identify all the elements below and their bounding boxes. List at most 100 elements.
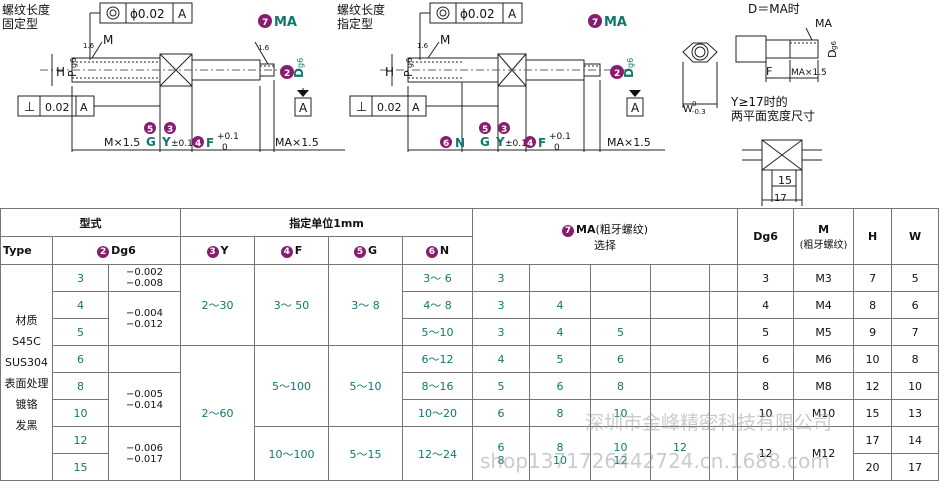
ma-option: 4 <box>472 345 531 373</box>
badge-5-spec: 5 <box>482 125 488 135</box>
table-row: 10 10～20 6 8 10 10 M10 15 13 <box>1 399 940 427</box>
spec-roughness: 1.6 <box>417 42 429 50</box>
n-range: 5～10 <box>401 318 474 346</box>
w-value: 14 <box>891 426 940 454</box>
g-range: 5～15 <box>328 426 403 481</box>
ma-option <box>590 291 652 319</box>
ma-option: 3 <box>472 318 531 346</box>
spec-p-sub: g6 <box>405 58 414 68</box>
dma-w-label: W <box>683 104 693 115</box>
h-value: 7 <box>853 264 893 292</box>
header-d-col-label: Dg6 <box>111 243 136 257</box>
fixed-d-sub: g6 <box>296 58 305 68</box>
badge-3: 3 <box>167 125 173 135</box>
header-y-label: Y <box>220 243 229 257</box>
badge-3-spec: 3 <box>501 125 507 135</box>
w-value: 10 <box>891 372 940 400</box>
spec-perp-symbol: ⊥ <box>356 100 367 115</box>
ma-option-top: 6 <box>497 440 505 454</box>
fixed-roughness-2: 1.6 <box>258 44 270 52</box>
ma-spacer <box>709 399 739 427</box>
y-range: 2～60 <box>180 345 255 481</box>
fixed-f-tol-up: +0.1 <box>217 132 239 142</box>
material-line: S45C <box>12 334 41 348</box>
fixed-perp-datum: A <box>80 101 88 114</box>
h-value: 9 <box>853 318 893 346</box>
ma-option: 5 <box>590 318 652 346</box>
w-value: 6 <box>891 291 940 319</box>
dg6-value: 10 <box>737 399 795 427</box>
f-range: 5～100 <box>254 345 329 427</box>
ma-spacer <box>709 426 739 481</box>
ma-option-bottom: 12 <box>613 453 628 467</box>
spec-n-label: N <box>455 136 465 150</box>
h-value: 12 <box>853 372 893 400</box>
h-value: 8 <box>853 291 893 319</box>
ma-option: 5 <box>472 372 531 400</box>
dg6-value: 3 <box>737 264 795 292</box>
ma-option <box>650 318 711 346</box>
ma-option: 4 <box>529 291 592 319</box>
n-range: 12～24 <box>401 426 474 481</box>
fixed-datum-box <box>294 97 312 117</box>
fixed-dim-ma: MA×1.5 <box>275 136 319 149</box>
n-range: 10～20 <box>401 399 474 427</box>
dma-d-label: D <box>826 50 839 58</box>
w-value: 5 <box>891 264 940 292</box>
badge-2-spec: 2 <box>614 69 620 79</box>
table-row: 6 2～60 5～100 5～10 6～12 4 5 6 6 M6 10 8 <box>1 345 940 481</box>
header-m-label: M <box>818 222 830 236</box>
f-range: 3～ 50 <box>254 264 329 346</box>
header-dg6: Dg6 <box>737 208 795 265</box>
w-value: 7 <box>891 318 940 346</box>
table-row: 材质 S45C SUS304 表面处理 镀铬 发黑 3 −0.002−0.008… <box>0 264 940 481</box>
tol-up: −0.006 <box>125 442 163 454</box>
fixed-perp-value: 0.02 <box>45 101 70 114</box>
h-value: 20 <box>853 453 893 481</box>
dma-title: D＝MA时 <box>748 2 800 16</box>
d-value: 6 <box>52 345 109 373</box>
d-value: 8 <box>52 372 109 400</box>
fixed-p-sub: g6 <box>69 58 78 68</box>
material-line: 表面处理 <box>4 376 49 390</box>
w-value: 8 <box>891 345 940 373</box>
header-unit: 指定单位1mm <box>179 208 474 237</box>
fixed-g-label: G <box>146 135 156 149</box>
spec-d-label: D <box>622 68 636 78</box>
header-m-note: (粗牙螺纹) <box>799 239 848 251</box>
ma-option <box>650 345 711 373</box>
badge-5: 5 <box>147 125 153 135</box>
tol-low: −0.014 <box>125 399 163 411</box>
material-cell: 材质 S45C SUS304 表面处理 镀铬 发黑 <box>0 264 53 481</box>
fixed-title-2: 固定型 <box>2 16 38 31</box>
fixed-h-label: H <box>56 65 65 79</box>
m-value: M3 <box>793 264 855 292</box>
header-ma-note: (粗牙螺纹) <box>595 222 649 236</box>
spec-datum-a: A <box>631 101 640 115</box>
flats-title-2: 两平面宽度尺寸 <box>731 108 815 123</box>
fixed-f-tol-low: 0 <box>222 143 228 153</box>
spec-f-tol-up: +0.1 <box>549 132 571 142</box>
ma-option <box>650 291 711 319</box>
material-line: 发黑 <box>15 418 38 432</box>
header-model: 型式 <box>0 208 181 237</box>
header-ma-label: MA <box>576 222 596 236</box>
header-f-label: F <box>294 243 303 257</box>
m-value: M8 <box>793 372 855 400</box>
ma-spacer <box>709 372 739 400</box>
fixed-roughness: 1.6 <box>83 42 95 50</box>
fixed-f-label: F <box>206 136 214 150</box>
tol-up: −0.005 <box>125 388 163 400</box>
tolerance-cell: −0.005−0.014 <box>108 372 181 427</box>
ma-option-top: 12 <box>673 440 688 454</box>
material-line: 镀铬 <box>15 397 38 411</box>
dma-hex <box>735 35 767 63</box>
spec-y-tol: ±0.1 <box>505 139 527 149</box>
dma-w-tol: 0 <box>692 100 696 108</box>
y-range: 2～30 <box>180 264 255 346</box>
spec-perp-datum: A <box>412 101 420 114</box>
